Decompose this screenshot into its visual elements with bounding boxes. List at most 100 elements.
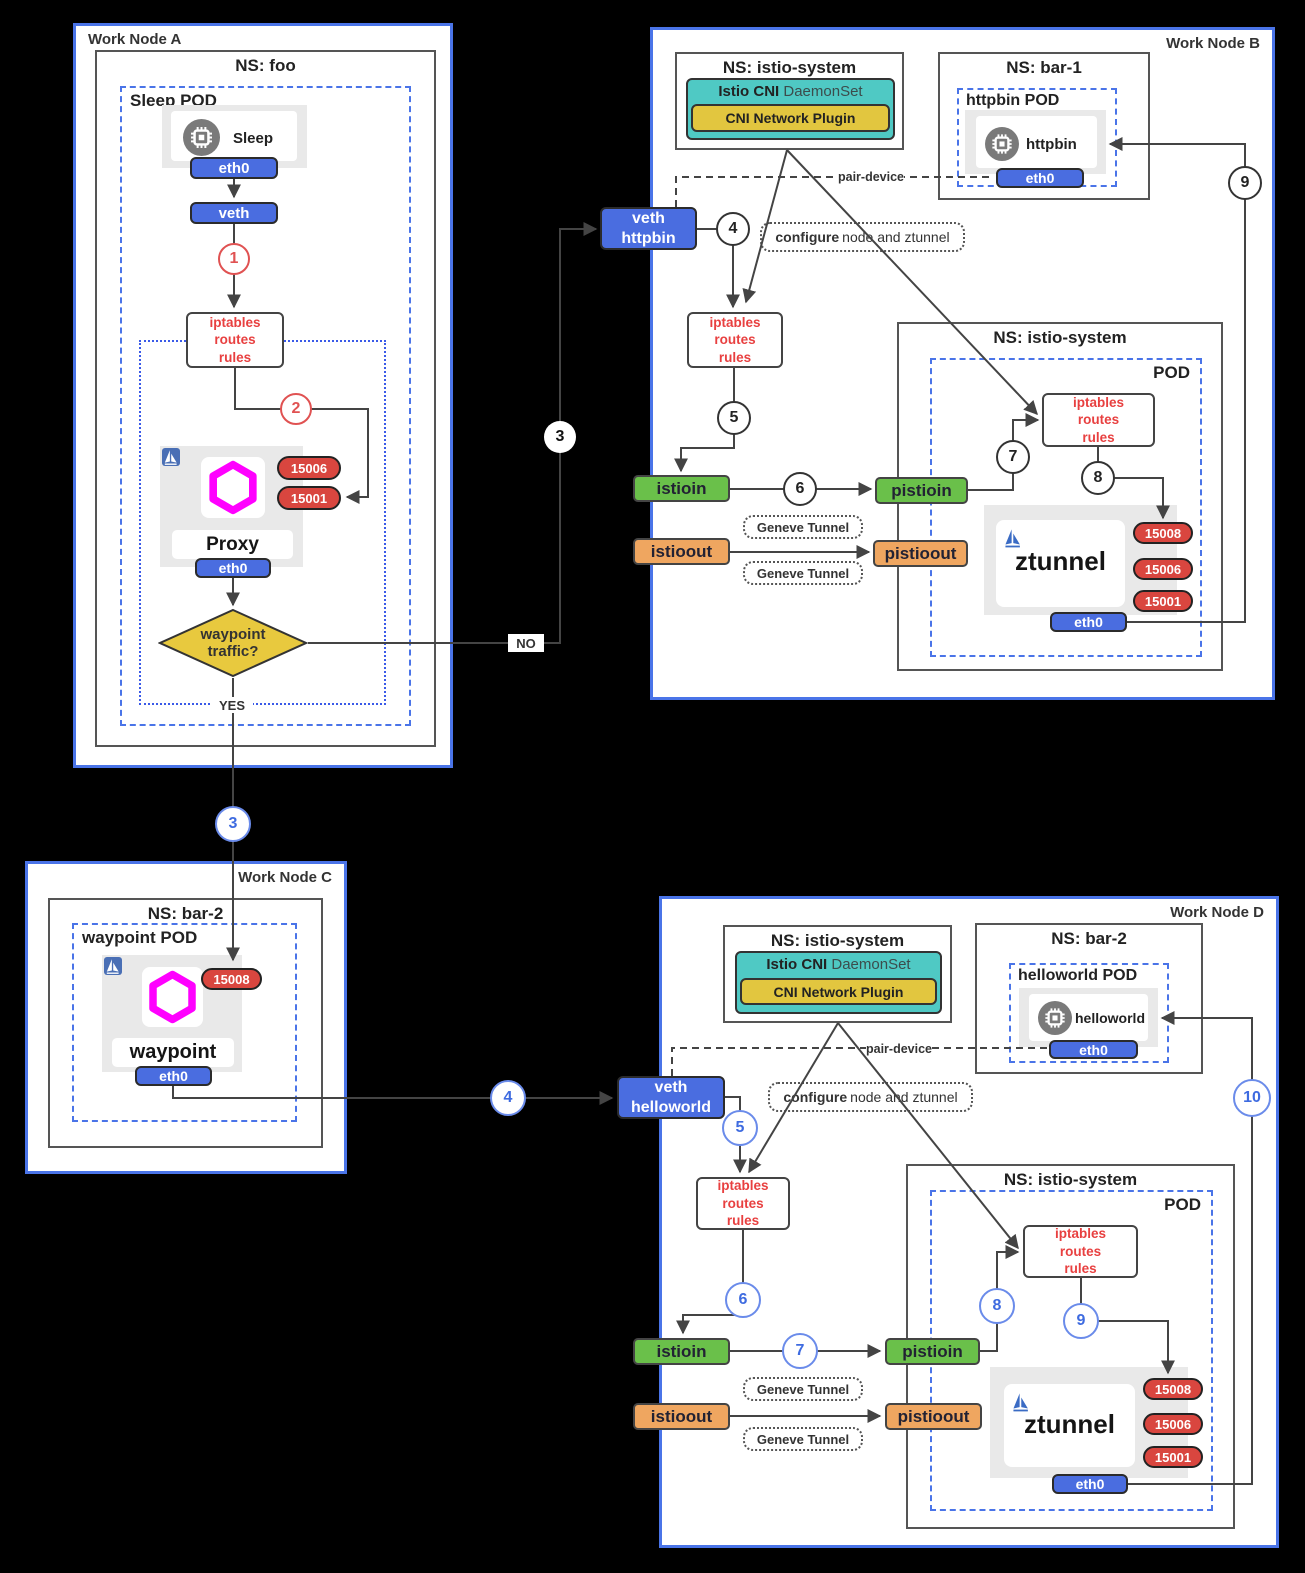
node-d-istioin-chip: istioin xyxy=(633,1338,730,1365)
sleep-veth-pill: veth xyxy=(190,202,278,224)
node-d-pod-label: POD xyxy=(1164,1195,1201,1214)
node-d-ns-bar2-title: NS: bar-2 xyxy=(1051,929,1127,948)
waypoint-port-15008: 15008 xyxy=(201,968,262,990)
node-b-port-15008: 15008 xyxy=(1133,522,1193,544)
configure-bold: configure xyxy=(775,229,840,245)
step-8-circle-b: 8 xyxy=(1081,461,1115,495)
sleep-eth0-pill: eth0 xyxy=(190,157,278,179)
helloworld-pod-label: helloworld POD xyxy=(1018,967,1138,984)
node-b-pod-label: POD xyxy=(1153,363,1190,382)
step-10-circle-d: 10 xyxy=(1233,1079,1271,1117)
waypoint-pod-label: waypoint POD xyxy=(82,928,198,947)
step-4-circle-cd: 4 xyxy=(490,1080,526,1116)
node-d-istioout-chip: istioout xyxy=(633,1403,730,1430)
step-7-circle-d: 7 xyxy=(782,1333,818,1369)
node-a-iptables-box: iptables routes rules xyxy=(186,312,284,368)
node-d-sail-icon xyxy=(1010,1392,1032,1414)
proxy-name: Proxy xyxy=(206,533,259,555)
node-d-pair-device-label: pair-device xyxy=(866,1041,933,1056)
node-b-ztunnel-inner xyxy=(996,520,1125,607)
proxy-eth0-pill: eth0 xyxy=(195,558,271,578)
sleep-cpu-icon xyxy=(183,119,220,156)
istio-cni-label-d: Istio CNI xyxy=(766,956,828,973)
node-b-geneve-tunnel-1: Geneve Tunnel xyxy=(743,515,863,539)
proxy-name-box xyxy=(172,530,293,559)
node-d-ztunnel-name: ztunnel xyxy=(1024,1408,1115,1439)
work-node-a-label: Work Node A xyxy=(88,31,182,48)
step-3-circle-yes-path: 3 xyxy=(215,806,251,842)
waypoint-eth0-pill: eth0 xyxy=(135,1066,212,1086)
node-d-pod-iptables-box: iptables routes rules xyxy=(1023,1225,1138,1278)
waypoint-decision-diamond: waypoint traffic? xyxy=(157,608,309,678)
step-6-circle-d: 6 xyxy=(725,1282,761,1318)
step-1-circle: 1 xyxy=(218,243,250,275)
proxy-port-15006: 15006 xyxy=(277,456,341,480)
step-5-circle-d: 5 xyxy=(722,1110,758,1146)
node-d-port-15001: 15001 xyxy=(1143,1446,1203,1468)
ns-bar2-c-title: NS: bar-2 xyxy=(147,904,224,923)
node-b-pistioout-chip: pistioout xyxy=(873,540,968,567)
step-5-circle-b: 5 xyxy=(717,401,751,435)
node-d-iptables-box: iptables routes rules xyxy=(696,1177,790,1230)
istio-cni-label: Istio CNI xyxy=(718,83,780,100)
daemonset-label: DaemonSet xyxy=(779,83,863,100)
node-b-geneve-tunnel-2: Geneve Tunnel xyxy=(743,561,863,585)
step-3-circle-no-path: 3 xyxy=(544,421,576,453)
node-d-ns-istio-title: NS: istio-system xyxy=(770,931,905,950)
daemonset-label-d: DaemonSet xyxy=(827,956,911,973)
node-d-port-15006: 15006 xyxy=(1143,1413,1203,1435)
node-d-ztunnel-eth0-pill: eth0 xyxy=(1052,1474,1128,1494)
node-b-pistioin-chip: pistioin xyxy=(875,477,968,504)
node-b-pair-device-label: pair-device xyxy=(838,169,905,184)
httpbin-app-name: httpbin xyxy=(1026,135,1077,153)
waypoint-decision-text: waypoint traffic? xyxy=(200,625,266,660)
step-9-circle-d: 9 xyxy=(1063,1303,1099,1339)
waypoint-hexagon-icon xyxy=(142,967,203,1027)
node-b-istioout-chip: istioout xyxy=(633,538,730,565)
step-9-circle-b: 9 xyxy=(1228,166,1262,200)
configure-bold-d: configure xyxy=(783,1089,848,1105)
node-b-configure-annotation: configure node and ztunnel xyxy=(760,222,965,252)
node-d-pistioout-chip: pistioout xyxy=(885,1403,982,1430)
node-b-sail-icon xyxy=(1002,528,1024,550)
httpbin-cpu-icon xyxy=(985,127,1019,161)
no-label: NO xyxy=(508,634,544,652)
veth-httpbin-box: veth httpbin xyxy=(600,207,697,250)
node-b-port-15001: 15001 xyxy=(1133,590,1193,612)
configure-rest-d: node and ztunnel xyxy=(850,1089,958,1105)
yes-label: YES xyxy=(211,697,253,713)
step-8-circle-d: 8 xyxy=(979,1288,1015,1324)
node-b-port-15006: 15006 xyxy=(1133,558,1193,580)
node-b-istioin-chip: istioin xyxy=(633,475,730,502)
envoy-hexagon-icon xyxy=(201,457,265,518)
node-b-iptables-box: iptables routes rules xyxy=(687,312,783,368)
node-b-ns-istio-title: NS: istio-system xyxy=(722,58,857,77)
ns-foo-title: NS: foo xyxy=(235,56,296,75)
waypoint-name: waypoint xyxy=(129,1041,217,1063)
step-4-circle-b: 4 xyxy=(716,212,750,246)
step-6-circle-b: 6 xyxy=(783,472,817,506)
configure-rest: node and ztunnel xyxy=(842,229,950,245)
node-b-ns-istio-right-title: NS: istio-system xyxy=(993,328,1127,347)
work-node-d-label: Work Node D xyxy=(1170,904,1264,921)
node-b-ns-bar1-title: NS: bar-1 xyxy=(1006,58,1082,77)
node-b-cni-plugin: CNI Network Plugin xyxy=(691,104,890,132)
helloworld-app-name: helloworld xyxy=(1075,1010,1145,1026)
httpbin-pod-label: httpbin POD xyxy=(966,92,1060,109)
waypoint-istio-badge-icon xyxy=(104,957,122,975)
proxy-port-15001: 15001 xyxy=(277,486,341,510)
httpbin-eth0-pill: eth0 xyxy=(996,168,1084,188)
node-d-pistioin-chip: pistioin xyxy=(885,1338,980,1365)
sleep-app-name: Sleep xyxy=(233,129,274,147)
work-node-b-label: Work Node B xyxy=(1166,35,1260,52)
step-2-circle: 2 xyxy=(280,393,312,425)
node-b-ztunnel-name: ztunnel xyxy=(1015,545,1106,576)
node-d-port-15008: 15008 xyxy=(1143,1378,1203,1400)
node-d-ns-istio-right-title: NS: istio-system xyxy=(1003,1170,1138,1189)
node-b-pod-iptables-box: iptables routes rules xyxy=(1042,393,1155,447)
node-d-geneve-tunnel-1: Geneve Tunnel xyxy=(743,1377,863,1401)
node-b-ztunnel-eth0-pill: eth0 xyxy=(1050,612,1127,632)
node-d-cni-plugin: CNI Network Plugin xyxy=(740,978,937,1005)
istio-badge-icon xyxy=(162,448,180,466)
